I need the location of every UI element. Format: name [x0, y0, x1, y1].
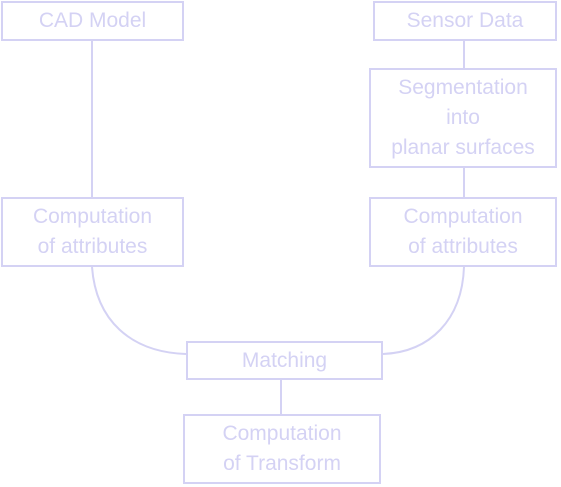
transform-node: Computation of Transform [183, 414, 381, 484]
sensor-attributes-label-line-2: of attributes [408, 235, 518, 258]
connector-left-attributes-to-matching [91, 266, 187, 355]
segmentation-label-line-1: Segmentation [398, 76, 528, 99]
sensor-attributes-label-line-1: Computation [403, 205, 523, 228]
transform-label-line-2: of Transform [223, 452, 341, 475]
cad-model-label: CAD Model [38, 9, 147, 32]
transform-label-line-1: Computation [222, 422, 342, 445]
cad-model-node: CAD Model [1, 1, 184, 41]
segmentation-node: Segmentation into planar surfaces [369, 68, 557, 168]
segmentation-label-line-2: into [446, 106, 480, 129]
segmentation-label-line-3: planar surfaces [391, 136, 535, 159]
cad-attributes-label-line-1: Computation [32, 205, 153, 228]
sensor-data-node: Sensor Data [373, 1, 557, 41]
connector-right-attributes-to-matching [382, 266, 465, 355]
matching-label: Matching [241, 348, 328, 372]
cad-attributes-label-line-2: of attributes [37, 235, 148, 258]
cad-attributes-node: Computation of attributes [1, 197, 184, 267]
sensor-data-label: Sensor Data [406, 9, 524, 32]
matching-node: Matching [186, 341, 383, 380]
sensor-attributes-node: Computation of attributes [369, 197, 557, 267]
